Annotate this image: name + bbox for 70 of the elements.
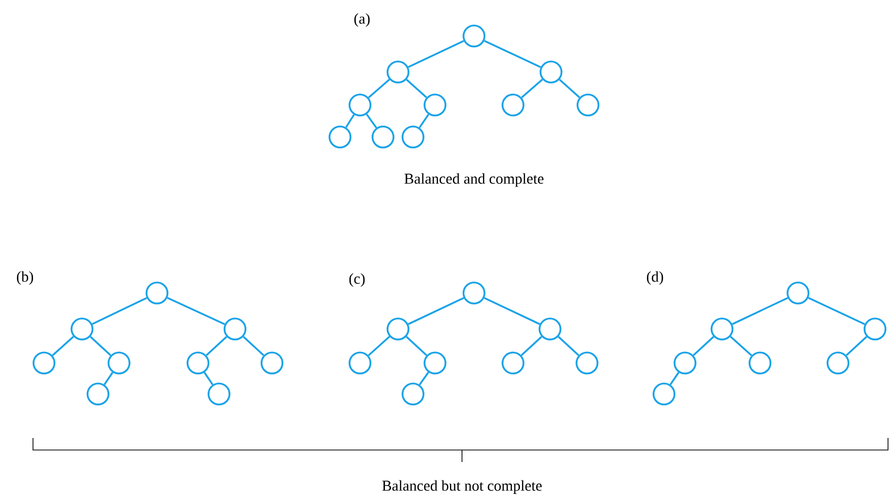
tree-edge [521, 78, 543, 98]
tree-node-circle [576, 352, 598, 374]
tree-node-circle [424, 352, 446, 374]
tree-edge [204, 372, 214, 386]
tree-edge [846, 336, 868, 356]
tree-edge [484, 40, 542, 68]
tree-node-circle [186, 352, 210, 374]
tree-edge [732, 297, 788, 325]
tree-node-circle [462, 282, 486, 304]
tree-node-circle [826, 352, 850, 374]
label-tag: (b) [16, 271, 34, 285]
tree-edge [730, 336, 752, 356]
tree-node-circle [70, 318, 94, 340]
tree-edge [104, 372, 114, 386]
tree-node-circle [348, 352, 372, 374]
tree-edge [484, 297, 540, 325]
tree-edge [368, 336, 390, 356]
label-tag: (a) [354, 13, 370, 27]
tree-node-circle [710, 318, 734, 340]
tree-node-circle [386, 60, 410, 84]
tree-edge [406, 78, 428, 98]
tree-edge [408, 40, 464, 68]
tree-edge [670, 372, 680, 386]
tree-node-circle [260, 352, 284, 374]
tree-edge [418, 114, 430, 128]
tree-node-circle [864, 318, 886, 340]
tree-node-circle [402, 126, 424, 148]
tree-node-circle [372, 126, 394, 148]
tree-edge [406, 336, 428, 356]
tree-edge [166, 296, 226, 326]
tree-edge [368, 78, 390, 98]
tree-edge [558, 78, 580, 98]
tree-edge [408, 297, 464, 325]
tree-edge [558, 336, 580, 356]
tree-node-circle [538, 318, 562, 340]
label-tag: (d) [646, 271, 664, 285]
tree-node-circle [748, 352, 772, 374]
tree-node-circle [652, 382, 676, 406]
tree-edge [692, 336, 714, 356]
tree-node-circle [146, 282, 168, 304]
tree-node-circle [502, 352, 524, 374]
tree-node-circle [86, 382, 110, 406]
tree-node-circle [424, 94, 446, 116]
tree-edge [366, 114, 378, 128]
tree-node-circle [386, 318, 410, 340]
caption: Balanced but not complete [382, 480, 542, 494]
tree-edge [242, 336, 264, 356]
tree-edge [345, 114, 355, 128]
tree-edge [92, 297, 148, 325]
tree-edge [808, 297, 866, 325]
tree-node-circle [208, 382, 230, 406]
caption: Balanced and complete [404, 173, 544, 187]
tree-node-circle [402, 382, 424, 406]
tree-node-circle [674, 352, 696, 374]
tree-edge [52, 336, 74, 356]
tree-node-circle [32, 352, 56, 374]
tree-node-circle [108, 352, 130, 374]
tree-edge [90, 336, 112, 356]
tree-edge [418, 372, 430, 386]
tree-node-circle [224, 318, 246, 340]
tree-node-circle [462, 24, 486, 48]
tree-edge [520, 336, 542, 356]
tree-node-circle [540, 60, 562, 84]
tree-edge [206, 336, 228, 356]
tree-node-circle [502, 94, 524, 116]
tree-node-circle [786, 282, 810, 304]
label-tag: (c) [349, 273, 365, 287]
tree-node-circle [576, 94, 600, 116]
tree-node-circle [328, 126, 352, 148]
tree-node-circle [348, 94, 372, 116]
